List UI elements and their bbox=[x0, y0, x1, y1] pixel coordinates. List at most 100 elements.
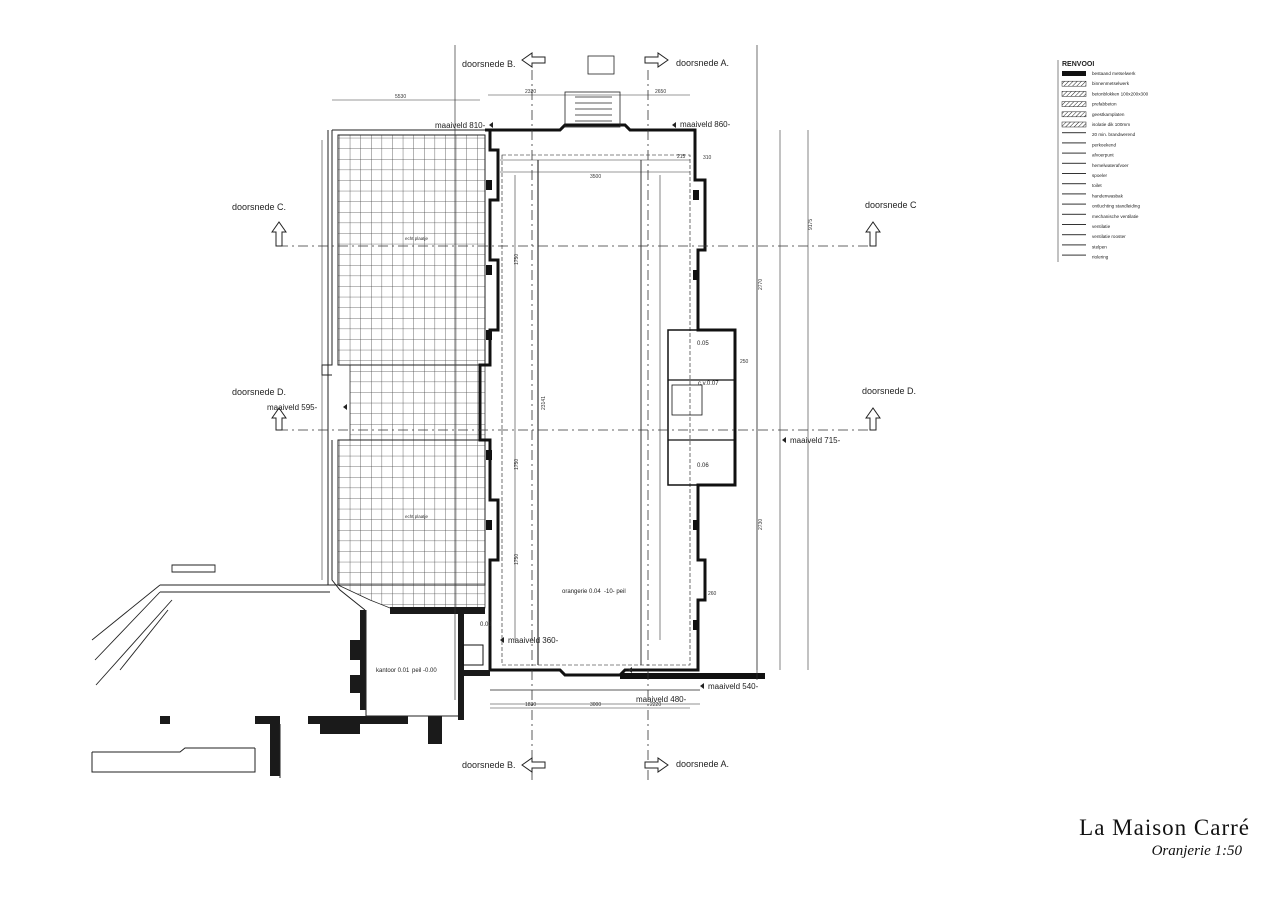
top-entrance bbox=[564, 55, 621, 128]
legend-item-label: hemelwaterafvoer bbox=[1092, 163, 1129, 168]
legend-item-label: isolatie dik 100mm bbox=[1092, 122, 1130, 127]
legend-symbol bbox=[1062, 234, 1086, 236]
section-label-a-top: doorsnede A. bbox=[676, 58, 729, 68]
dim-left-total: 23141 bbox=[541, 396, 547, 410]
legend-symbol bbox=[1062, 213, 1086, 215]
legend-item-label: geestkamplaten bbox=[1092, 112, 1125, 117]
legend-symbol bbox=[1062, 254, 1086, 256]
dim-inner-width: 3500 bbox=[590, 174, 601, 180]
legend-symbol bbox=[1062, 203, 1086, 205]
legend-symbol bbox=[1061, 91, 1087, 97]
room-label-orangerie-level: -10- peil bbox=[604, 589, 626, 595]
legend-symbol bbox=[1062, 244, 1086, 246]
legend-symbol bbox=[1062, 162, 1086, 164]
room-label-terrace-upper: echt plaatje bbox=[405, 236, 429, 241]
legend-item-label: 20 min. brandwerend bbox=[1092, 132, 1136, 137]
dim-top-a: 2320 bbox=[525, 89, 536, 95]
drawing-title: La Maison Carré bbox=[1079, 815, 1250, 840]
section-arrow-a-bottom bbox=[644, 757, 669, 773]
section-arrow-c-left bbox=[271, 221, 287, 247]
room-label-orangerie: orangerie 0.04 bbox=[562, 589, 601, 595]
legend-symbol bbox=[1062, 173, 1086, 174]
legend-symbol bbox=[1062, 193, 1086, 195]
dim-small-d: 310 bbox=[703, 155, 712, 161]
section-arrows bbox=[271, 52, 881, 773]
dim-segment-1: 1750 bbox=[514, 254, 520, 265]
room-label-007: c.v.0.07 bbox=[698, 381, 719, 387]
dim-segment-2: 1750 bbox=[514, 459, 520, 470]
section-arrow-c-right bbox=[865, 221, 881, 247]
room-label-toilet: 0.03 bbox=[480, 622, 492, 628]
title-block: La Maison Carré Oranjerie 1:50 bbox=[1040, 815, 1250, 860]
dim-small-b: 215 bbox=[677, 154, 686, 160]
legend-item-label: ontluchting standleiding bbox=[1092, 204, 1140, 209]
legend-symbol bbox=[1061, 111, 1087, 118]
dim-top-b: 2650 bbox=[655, 89, 666, 95]
legend-item-label: bestaand metselwerk bbox=[1092, 71, 1136, 76]
level-label-mid: maaiveld 360- bbox=[508, 636, 559, 645]
section-label-c-right: doorsnede C bbox=[865, 200, 917, 210]
room-label-006: 0.06 bbox=[697, 463, 709, 469]
level-label-bottom-right: maaiveld 540- bbox=[708, 682, 759, 691]
legend-item-label: binnenmetselwerk bbox=[1092, 81, 1130, 86]
section-lines bbox=[278, 70, 875, 780]
external-ramp bbox=[91, 564, 338, 686]
terrace-tile-grid bbox=[337, 134, 486, 609]
legend: RENVOOI bestaand metselwerk binnenmetselw… bbox=[1057, 60, 1149, 262]
room-label-kantoor: kantoor 0.01 bbox=[376, 668, 410, 674]
legend-item-label: perkoekend bbox=[1092, 142, 1116, 147]
level-label-right: maaiveld 715- bbox=[790, 436, 841, 445]
section-label-a-bottom: doorsnede A. bbox=[676, 759, 729, 769]
level-markers bbox=[343, 122, 786, 689]
dim-bottom-a: 1830 bbox=[525, 702, 536, 708]
section-label-d-right: doorsnede D. bbox=[862, 386, 916, 396]
legend-item-label: betonblokken 100x200x300 bbox=[1092, 91, 1149, 96]
section-arrow-d-left bbox=[271, 407, 287, 431]
level-label-left: maaiveld 595- bbox=[267, 403, 318, 412]
legend-item-label: afvoerpunt bbox=[1092, 153, 1114, 158]
legend-symbol bbox=[1061, 80, 1087, 87]
dim-bottom-b: 3000 bbox=[590, 702, 601, 708]
legend-item-label: prefabbeton bbox=[1092, 102, 1117, 107]
legend-title: RENVOOI bbox=[1062, 61, 1094, 68]
dim-small-c: 260 bbox=[708, 591, 717, 597]
legend-item-label: riolering bbox=[1092, 255, 1109, 260]
legend-symbol bbox=[1061, 121, 1087, 128]
section-arrow-b-bottom bbox=[521, 757, 546, 773]
wall-pilasters bbox=[486, 180, 699, 630]
legend-symbol bbox=[1062, 224, 1086, 225]
legend-item-label: handenwasbak bbox=[1092, 193, 1124, 198]
legend-items: bestaand metselwerk binnenmetselwerk beton… bbox=[1061, 71, 1149, 260]
kantoor-walls bbox=[160, 607, 490, 776]
room-label-005: 0.05 bbox=[697, 341, 709, 347]
legend-symbol bbox=[1062, 183, 1086, 185]
legend-symbol bbox=[1062, 152, 1086, 154]
legend-symbol bbox=[1062, 132, 1086, 134]
legend-symbol bbox=[1062, 142, 1086, 144]
dim-top-total: 5530 bbox=[395, 94, 406, 100]
room-label-kantoor-level: peil -0.00 bbox=[412, 668, 437, 674]
bottom-wall bbox=[490, 673, 765, 705]
legend-item-label: mechanische ventilatie bbox=[1092, 214, 1139, 219]
dim-right-seg-a: 2770 bbox=[758, 279, 764, 290]
legend-item-label: ventilatie rooster bbox=[1092, 234, 1126, 239]
section-label-b-top: doorsnede B. bbox=[462, 59, 516, 69]
dim-small-a: 250 bbox=[740, 359, 749, 365]
drawing-subtitle: Oranjerie 1:50 bbox=[1151, 843, 1242, 859]
section-arrow-d-right bbox=[865, 407, 881, 431]
dim-bottom-c: 2220 bbox=[650, 702, 661, 708]
legend-item-label: toilet bbox=[1092, 183, 1102, 188]
legend-item-label: stelpen bbox=[1092, 244, 1107, 249]
level-label-top-left: maaiveld 810- bbox=[435, 121, 486, 130]
section-label-c-left: doorsnede C. bbox=[232, 202, 286, 212]
level-label-bottom-left: maaiveld 480- bbox=[636, 695, 687, 704]
legend-symbol bbox=[1061, 101, 1087, 107]
section-arrow-a-top bbox=[644, 52, 669, 68]
section-arrow-b-top bbox=[521, 52, 546, 68]
annex-outline bbox=[91, 610, 458, 778]
dim-right-total: 9175 bbox=[808, 219, 814, 230]
level-label-top-right: maaiveld 860- bbox=[680, 120, 731, 129]
legend-item-label: spoeler bbox=[1092, 173, 1108, 178]
dim-right-seg-b: 2730 bbox=[758, 519, 764, 530]
